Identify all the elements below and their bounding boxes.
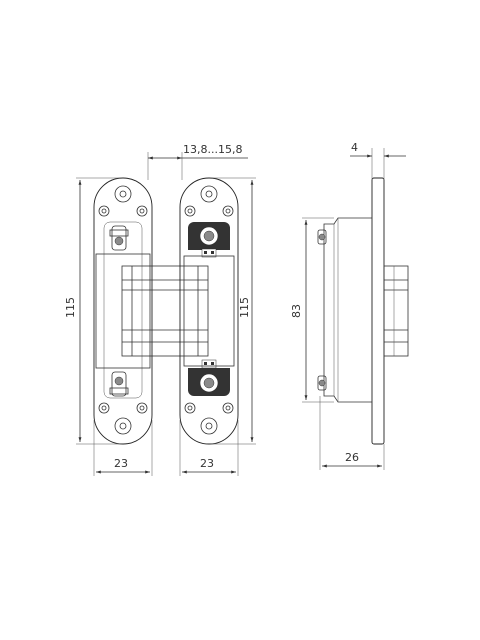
dim-depth-label: 26: [345, 451, 359, 464]
dim-opening-range-label: 13,8...15,8: [183, 143, 242, 156]
hinge-front-view-left: [93, 177, 209, 445]
dim-plate-thickness-label: 4: [351, 141, 358, 154]
dim-body-height-label: 83: [290, 304, 303, 318]
dim-width-right-label: 23: [200, 457, 214, 470]
dimension-lines: [76, 148, 406, 476]
hinge-front-view-right: [179, 177, 239, 445]
dim-height-right-label: 115: [238, 297, 251, 318]
dim-height-left-label: 115: [64, 297, 77, 318]
dim-width-left-label: 23: [114, 457, 128, 470]
hinge-side-view: [317, 177, 409, 445]
